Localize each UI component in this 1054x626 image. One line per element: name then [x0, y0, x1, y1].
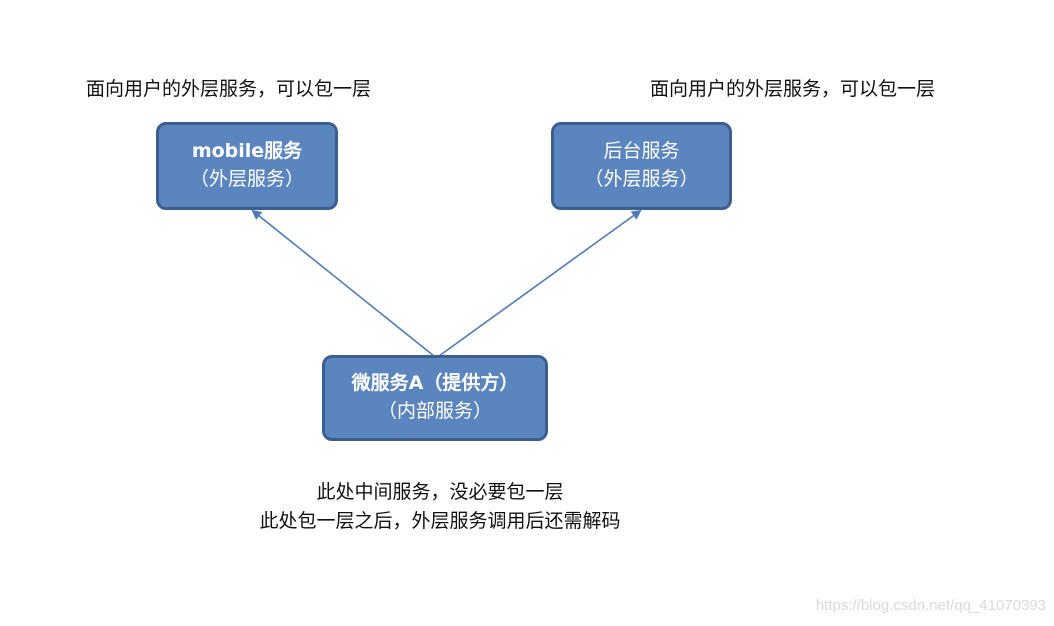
note-bottom-line2: 此处包一层之后，外层服务调用后还需解码: [259, 510, 621, 533]
microservice-a-title: 微服务A（提供方）: [351, 372, 519, 395]
mobile-service-title: mobile服务: [191, 140, 303, 163]
backend-service-box: 后台服务 （外层服务）: [551, 122, 732, 210]
microservice-a-subtitle: （内部服务）: [377, 400, 492, 422]
note-bottom: 此处中间服务，没必要包一层 此处包一层之后，外层服务调用后还需解码: [180, 478, 700, 537]
note-right: 面向用户的外层服务，可以包一层: [650, 78, 936, 100]
note-bottom-line1: 此处中间服务，没必要包一层: [316, 481, 564, 503]
mobile-service-box: mobile服务 （外层服务）: [156, 122, 338, 210]
microservice-a-box: 微服务A（提供方） （内部服务）: [322, 355, 548, 441]
note-left: 面向用户的外层服务，可以包一层: [86, 78, 372, 100]
mobile-service-subtitle: （外层服务）: [189, 168, 304, 190]
arrow-to-backend: [438, 209, 642, 357]
arrow-to-mobile: [251, 209, 435, 357]
backend-service-title: 后台服务: [603, 140, 680, 163]
watermark: https://blog.csdn.net/qq_41070393: [815, 597, 1046, 614]
backend-service-subtitle: （外层服务）: [584, 168, 699, 190]
